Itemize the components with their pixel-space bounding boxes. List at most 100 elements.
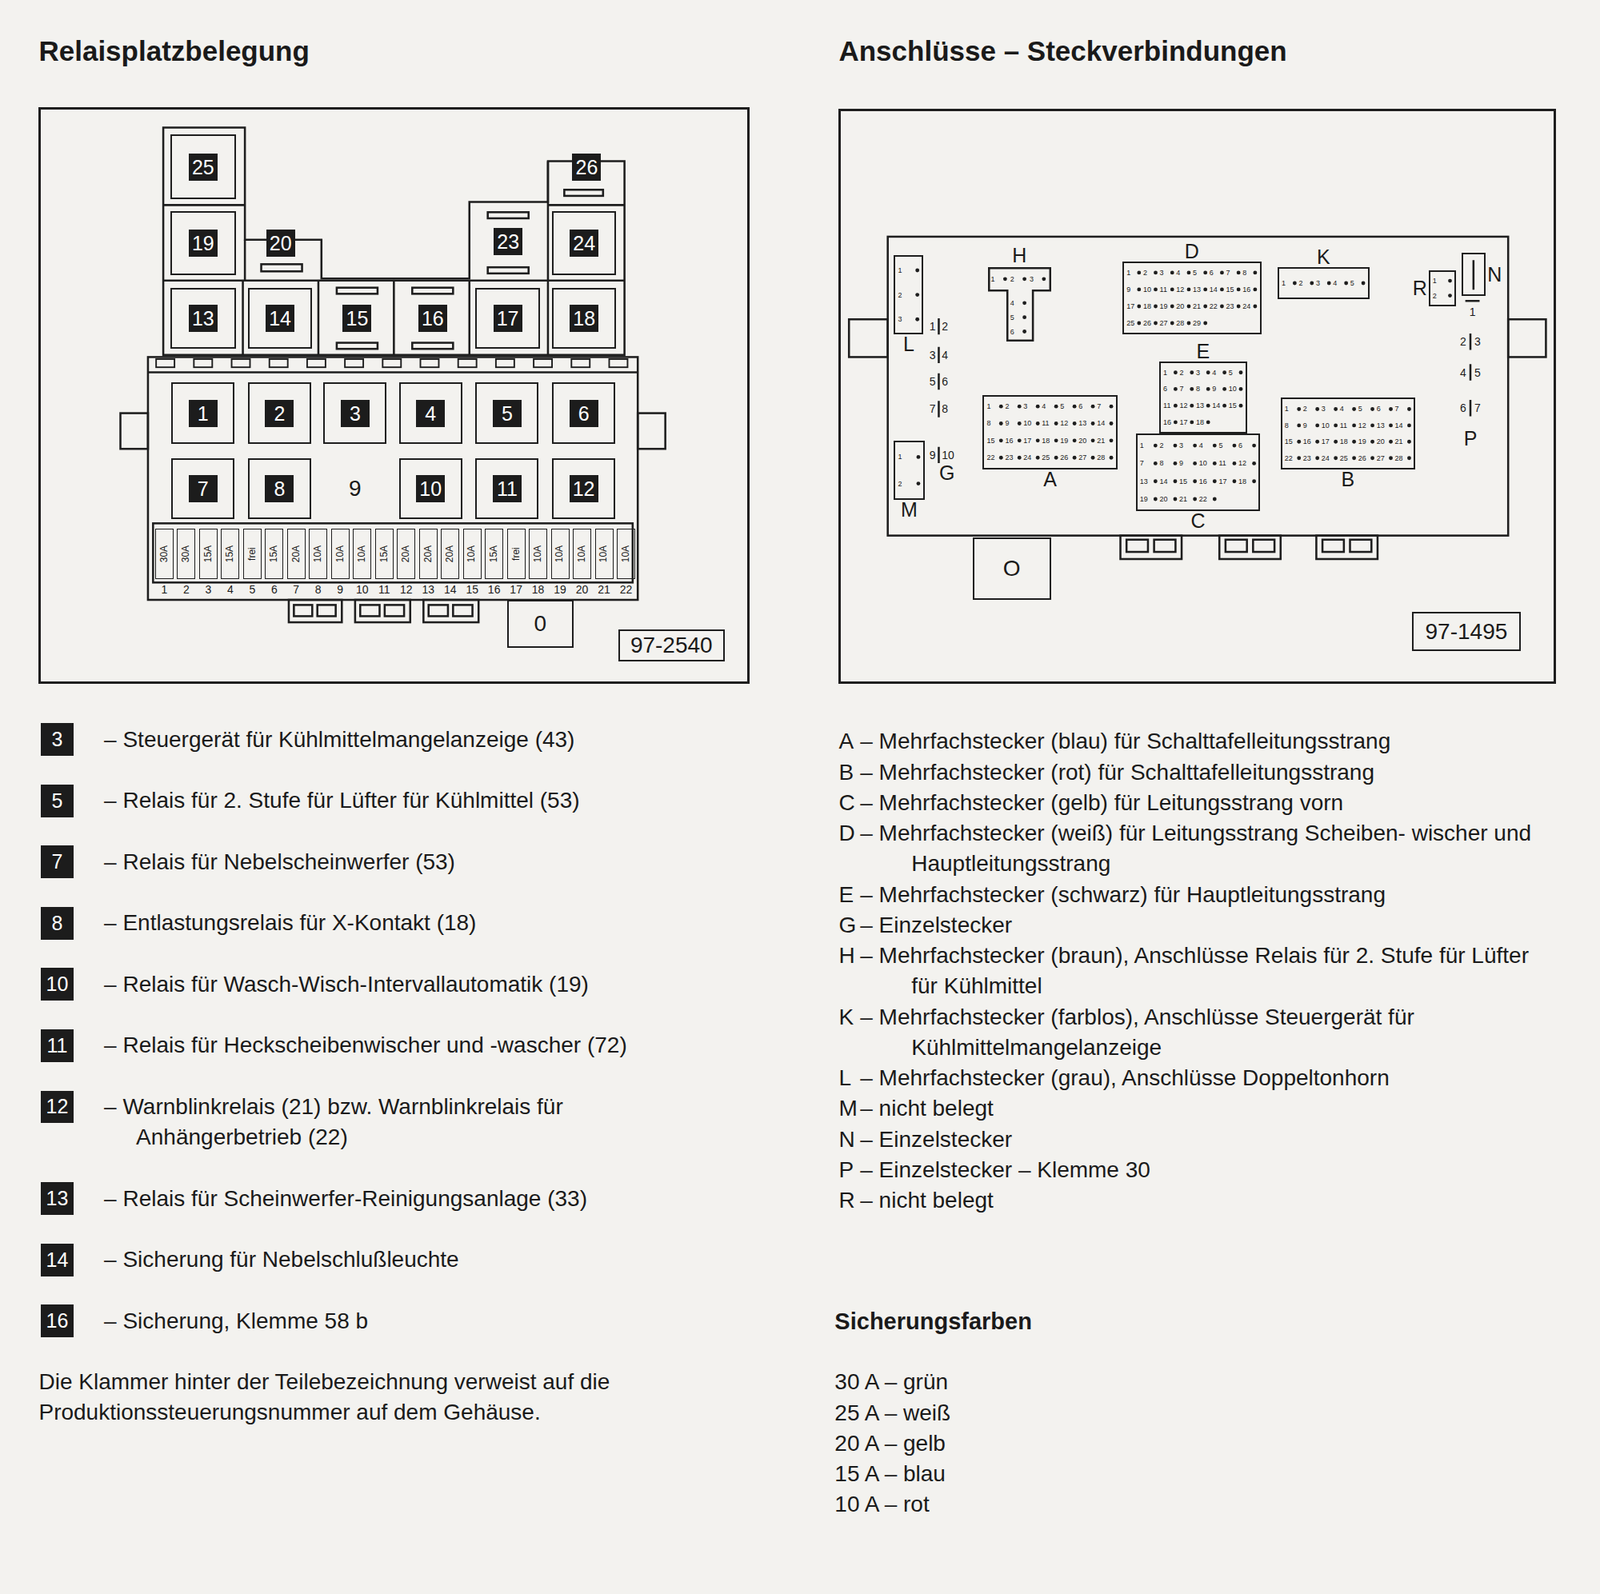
pin-dot	[1173, 461, 1178, 466]
pin-dot	[1370, 440, 1375, 444]
fuse: 10A	[551, 528, 570, 580]
relay-slot: 4	[399, 382, 463, 444]
housing-clip-line	[148, 371, 638, 374]
pin-number: 9	[1126, 285, 1131, 293]
fuse: 15A	[375, 528, 394, 580]
connector-board	[888, 236, 1509, 536]
pin-dot	[1072, 438, 1077, 443]
pin-number: 18	[1196, 418, 1204, 426]
pin-dot	[1189, 387, 1194, 392]
pin-dot	[1136, 288, 1141, 292]
pin-number: 4	[1176, 268, 1180, 276]
connector-label: 97-1495	[1425, 618, 1508, 646]
pin-dot	[1187, 288, 1192, 292]
pin-dot	[1187, 304, 1192, 309]
relay-slot: 20	[248, 227, 312, 260]
pin-dot	[1170, 304, 1175, 309]
pin-dot	[1344, 281, 1348, 286]
fuse: 10A	[528, 528, 548, 580]
key-number: 10	[46, 973, 69, 996]
pin-dot	[1222, 387, 1227, 392]
fuse-number: 5	[248, 584, 256, 596]
housing-clip	[458, 359, 477, 368]
pin-number: 16	[1242, 285, 1251, 293]
pin-number: 1	[991, 275, 996, 283]
pin-number: 22	[1209, 302, 1218, 310]
connector-letter: C	[1190, 511, 1205, 532]
key-letter: R	[838, 1187, 855, 1215]
fuse-number: 14	[444, 584, 457, 596]
key-description: – Sicherung, Klemme 58 b	[104, 1306, 728, 1337]
relay-number: 16	[418, 304, 448, 332]
relay-number: 23	[493, 228, 523, 256]
plug-socket-slot	[1252, 540, 1275, 552]
pin-number: 5	[1218, 442, 1223, 450]
key-number-box: 5	[40, 784, 74, 818]
relay-bar	[488, 212, 529, 219]
connector-letter: R	[1412, 278, 1428, 299]
pin-dot	[1252, 479, 1256, 484]
fuse-number: 9	[336, 584, 344, 596]
fuse-rating: 30A	[159, 545, 170, 563]
housing-clip	[232, 359, 251, 368]
fuse-number: 13	[421, 584, 435, 596]
pin-number: 5	[1010, 313, 1015, 321]
fuse-number: 11	[378, 584, 391, 596]
pin-number: 5	[1350, 279, 1355, 287]
relay-slot: 6	[552, 382, 616, 444]
pin-dots	[915, 268, 1452, 502]
connector-label: 0	[534, 610, 548, 638]
relay-slot: 14	[248, 288, 312, 350]
pin-dot	[915, 317, 920, 322]
pin-dot	[1448, 279, 1452, 284]
pin-dot	[1022, 315, 1027, 320]
pin-number: 11	[1218, 460, 1226, 468]
pin-number: 7	[1179, 385, 1184, 393]
pin-number: 1	[1284, 405, 1289, 413]
fuse: 10A	[463, 528, 482, 580]
pin-number: 8	[1159, 460, 1164, 468]
pin-dot	[1252, 288, 1257, 292]
relay-number: 13	[188, 304, 218, 332]
relay-number: 8	[264, 475, 294, 503]
pin-number: 3	[929, 349, 936, 361]
pin-number: 2	[941, 320, 948, 332]
pin-number: 3	[1023, 403, 1028, 411]
relay-slot: 13	[170, 288, 236, 350]
pin-number: 6	[1376, 405, 1381, 413]
pin-dot	[1315, 407, 1320, 412]
relay-number: 1	[188, 400, 218, 428]
pin-dot	[1022, 300, 1027, 305]
pin-dot	[1370, 456, 1375, 460]
pin-number: 4	[1010, 299, 1015, 307]
pin-number: 11	[1041, 420, 1049, 428]
fuse-rating: 15A	[203, 545, 214, 563]
pin-number: 28	[1176, 320, 1184, 328]
pin-dot	[1232, 479, 1237, 484]
pin-number: 17	[1126, 302, 1135, 310]
housing-tab	[637, 413, 665, 450]
pin-number: 22	[1199, 496, 1208, 504]
pin-dot	[1203, 288, 1208, 292]
pin-number: 16	[1303, 438, 1312, 446]
pin-dot	[1173, 444, 1178, 448]
pin-number: 3	[1321, 405, 1326, 413]
pin-dot	[1220, 304, 1224, 309]
fuse: 10A	[616, 528, 636, 580]
pin-number: 7	[1226, 268, 1231, 276]
connector-letter: H	[1012, 245, 1027, 266]
pin-number: 16	[1199, 477, 1208, 485]
pin-dot	[1333, 456, 1338, 460]
key-letter: H	[838, 942, 855, 970]
pin-dot	[1361, 281, 1366, 286]
fuse-number: 1	[160, 584, 168, 596]
pin-dot	[1173, 497, 1178, 502]
pin-dot	[1252, 304, 1257, 309]
pin-number: 26	[1060, 454, 1068, 462]
pin-dot	[1017, 456, 1022, 460]
pin-dot	[1407, 423, 1412, 428]
relay-number: 14	[265, 304, 295, 332]
pin-dot	[1054, 421, 1059, 426]
fuse-color-entry: 30 A – grün	[834, 1369, 948, 1397]
